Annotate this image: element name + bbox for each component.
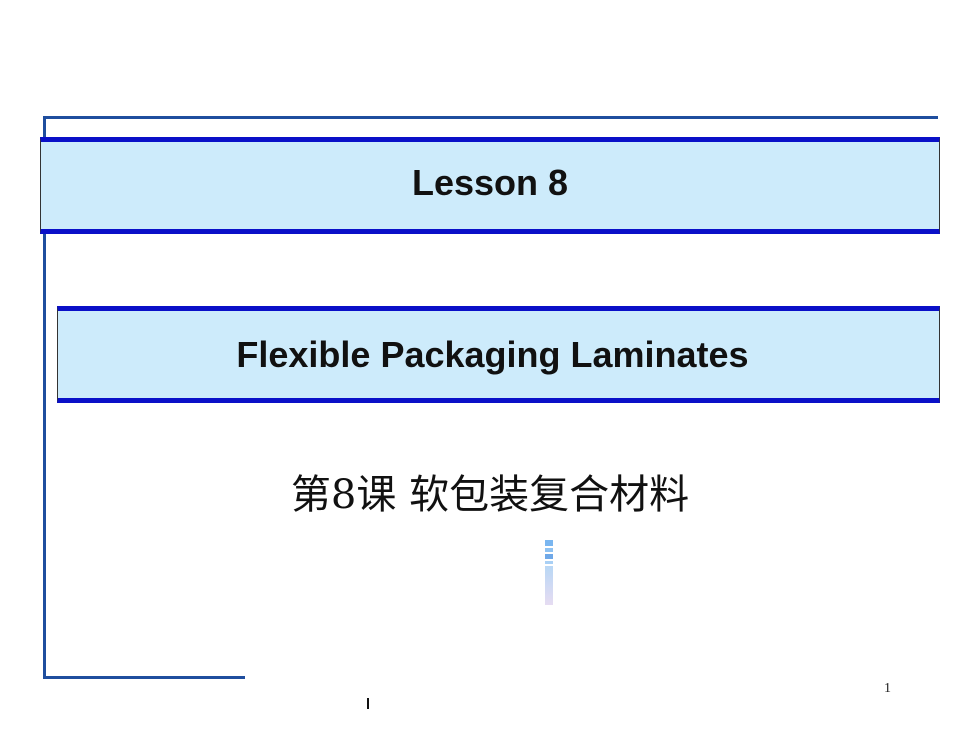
frame-bottom-line — [43, 676, 245, 679]
frame-left-line — [43, 116, 46, 679]
frame-top-line — [43, 116, 938, 119]
lesson-label: Lesson 8 — [411, 161, 569, 203]
tick-mark — [367, 698, 369, 709]
page-number: 1 — [884, 681, 891, 696]
english-title: Flexible Packaging Laminates — [236, 333, 749, 375]
lesson-banner: Lesson 8 — [40, 137, 940, 234]
decorative-bar — [545, 540, 553, 605]
title-banner: Flexible Packaging Laminates — [57, 306, 940, 403]
chinese-title: 第8课 软包装复合材料 — [290, 472, 690, 518]
